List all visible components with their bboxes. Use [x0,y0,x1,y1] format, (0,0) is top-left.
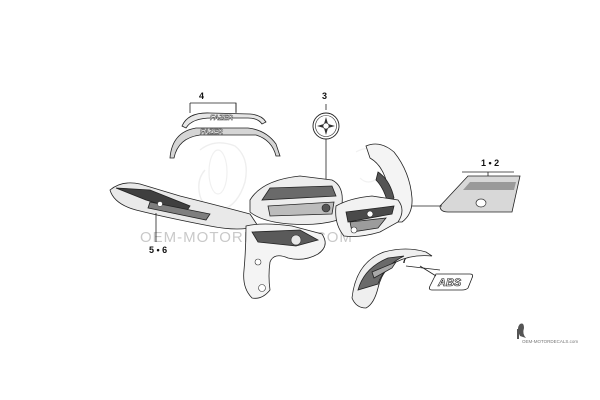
front-fender-part [351,248,433,309]
watermark-logo-icon [517,323,526,339]
callout-1-2: 1 • 2 [481,158,499,168]
watermark-small-text: OEM-MOTORDECALS.com [522,339,578,344]
fairing-assembly [109,143,413,299]
decal-4-upper-stripe [181,112,267,129]
decal-1-2-panel [439,175,521,213]
yamaha-emblem-icon [312,112,340,140]
decal-4-group: FAZER FAZER [169,102,281,159]
callout-3: 3 [322,91,327,101]
watermark-crest-icon [198,142,247,211]
callout-5-6: 5 • 6 [149,245,167,255]
abs-decal: ABS [428,273,474,291]
callout-7: 7 [402,255,407,265]
callout-4: 4 [199,91,204,101]
decal-4-lower-text: FAZER [200,129,223,136]
decal-4-lower-arc [169,127,281,159]
abs-decal-text: ABS [437,277,462,289]
decal-4-upper-text: FAZER [210,115,233,122]
